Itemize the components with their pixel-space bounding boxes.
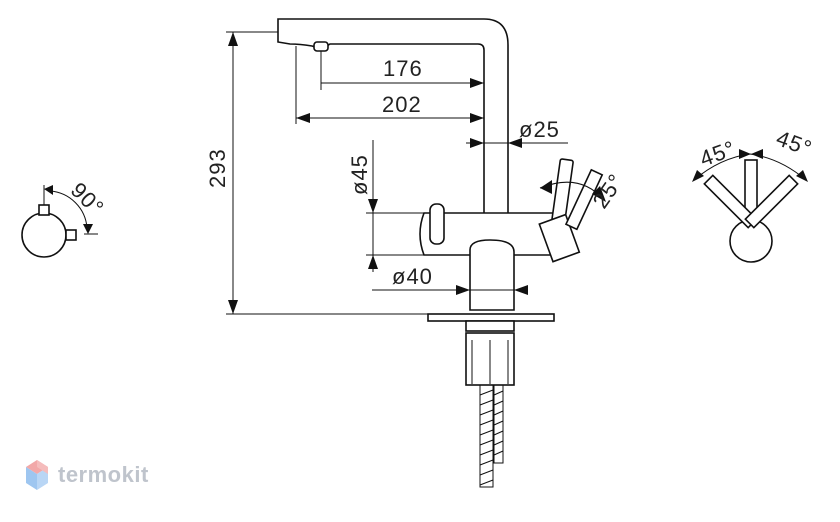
dim-total-height-arrow-bottom: [228, 300, 238, 314]
spout: [277, 18, 509, 216]
dim-lever-angle-arrow-right: [592, 186, 606, 202]
side-view-side-knob: [65, 229, 77, 241]
dim-base-diameter: ø40: [372, 264, 528, 295]
side-view-angle-arc: [49, 190, 88, 229]
dim-body-diameter: ø45: [347, 140, 424, 272]
top-view-arrow-left-end: [692, 170, 704, 182]
dim-reach-inner-arrow: [470, 78, 484, 88]
dim-spout-diameter: ø25: [466, 117, 568, 148]
reach-inner-label: 176: [383, 56, 423, 81]
dim-total-height: 293: [205, 31, 428, 315]
hose-right-braid: [493, 390, 504, 456]
top-view-arrow-right-end: [796, 170, 808, 182]
total-height-label: 293: [205, 148, 230, 188]
hose-braided-right: [493, 384, 504, 464]
dim-reach-inner: 176: [320, 51, 484, 90]
top-view-arrow-center-right: [751, 149, 763, 159]
top-angle-left-label: 45°: [696, 136, 739, 172]
faucet-main-view: [277, 18, 604, 488]
side-view-left: 90°: [21, 177, 109, 258]
dim-body-diameter-arrow-top: [368, 199, 378, 213]
side-angle-label: 90°: [66, 177, 109, 220]
top-view-lever-right: [744, 174, 799, 229]
dim-body-diameter-arrow-bottom: [368, 255, 378, 269]
side-view-body-circle: [21, 212, 67, 258]
dim-base-diameter-arrow-left: [456, 285, 470, 295]
hose-braided-left: [479, 384, 494, 488]
side-view-top-knob: [38, 204, 50, 216]
termokit-logo-text: termokit: [58, 462, 149, 487]
side-view-arrow-top: [44, 185, 53, 195]
filtered-water-knob: [429, 203, 445, 245]
dim-lever-angle-arrow-left: [540, 180, 552, 194]
reach-outer-label: 202: [382, 92, 422, 117]
base-washer: [465, 320, 515, 332]
spout-aerator: [313, 41, 329, 52]
side-view-arrow-side: [83, 224, 93, 234]
body-diameter-label: ø45: [347, 154, 372, 195]
dim-spout-diameter-arrow-left: [470, 138, 484, 148]
top-view-arrow-center-left: [739, 149, 751, 159]
lever-handle-rotated: [564, 168, 604, 231]
base-diameter-label: ø40: [392, 264, 433, 289]
base-plate: [427, 313, 555, 322]
top-angle-right-label: 45°: [773, 125, 816, 161]
termokit-logo: termokit: [24, 458, 149, 492]
faucet-neck: [469, 239, 515, 311]
top-view-right: 45° 45°: [692, 125, 816, 263]
spout-diameter-label: ø25: [519, 117, 560, 142]
faucet-body: [419, 212, 561, 256]
dim-reach-outer-arrow-right: [470, 113, 484, 123]
dim-reach-outer-arrow-left: [296, 113, 310, 123]
hose-braid-pattern: [479, 389, 494, 486]
dim-reach-outer: 202: [295, 46, 484, 124]
dim-base-diameter-arrow-right: [514, 285, 528, 295]
top-view-body-circle: [729, 219, 773, 263]
termokit-logo-icon: [26, 460, 48, 490]
dim-total-height-arrow-top: [228, 32, 238, 46]
dim-spout-diameter-arrow-right: [508, 138, 522, 148]
